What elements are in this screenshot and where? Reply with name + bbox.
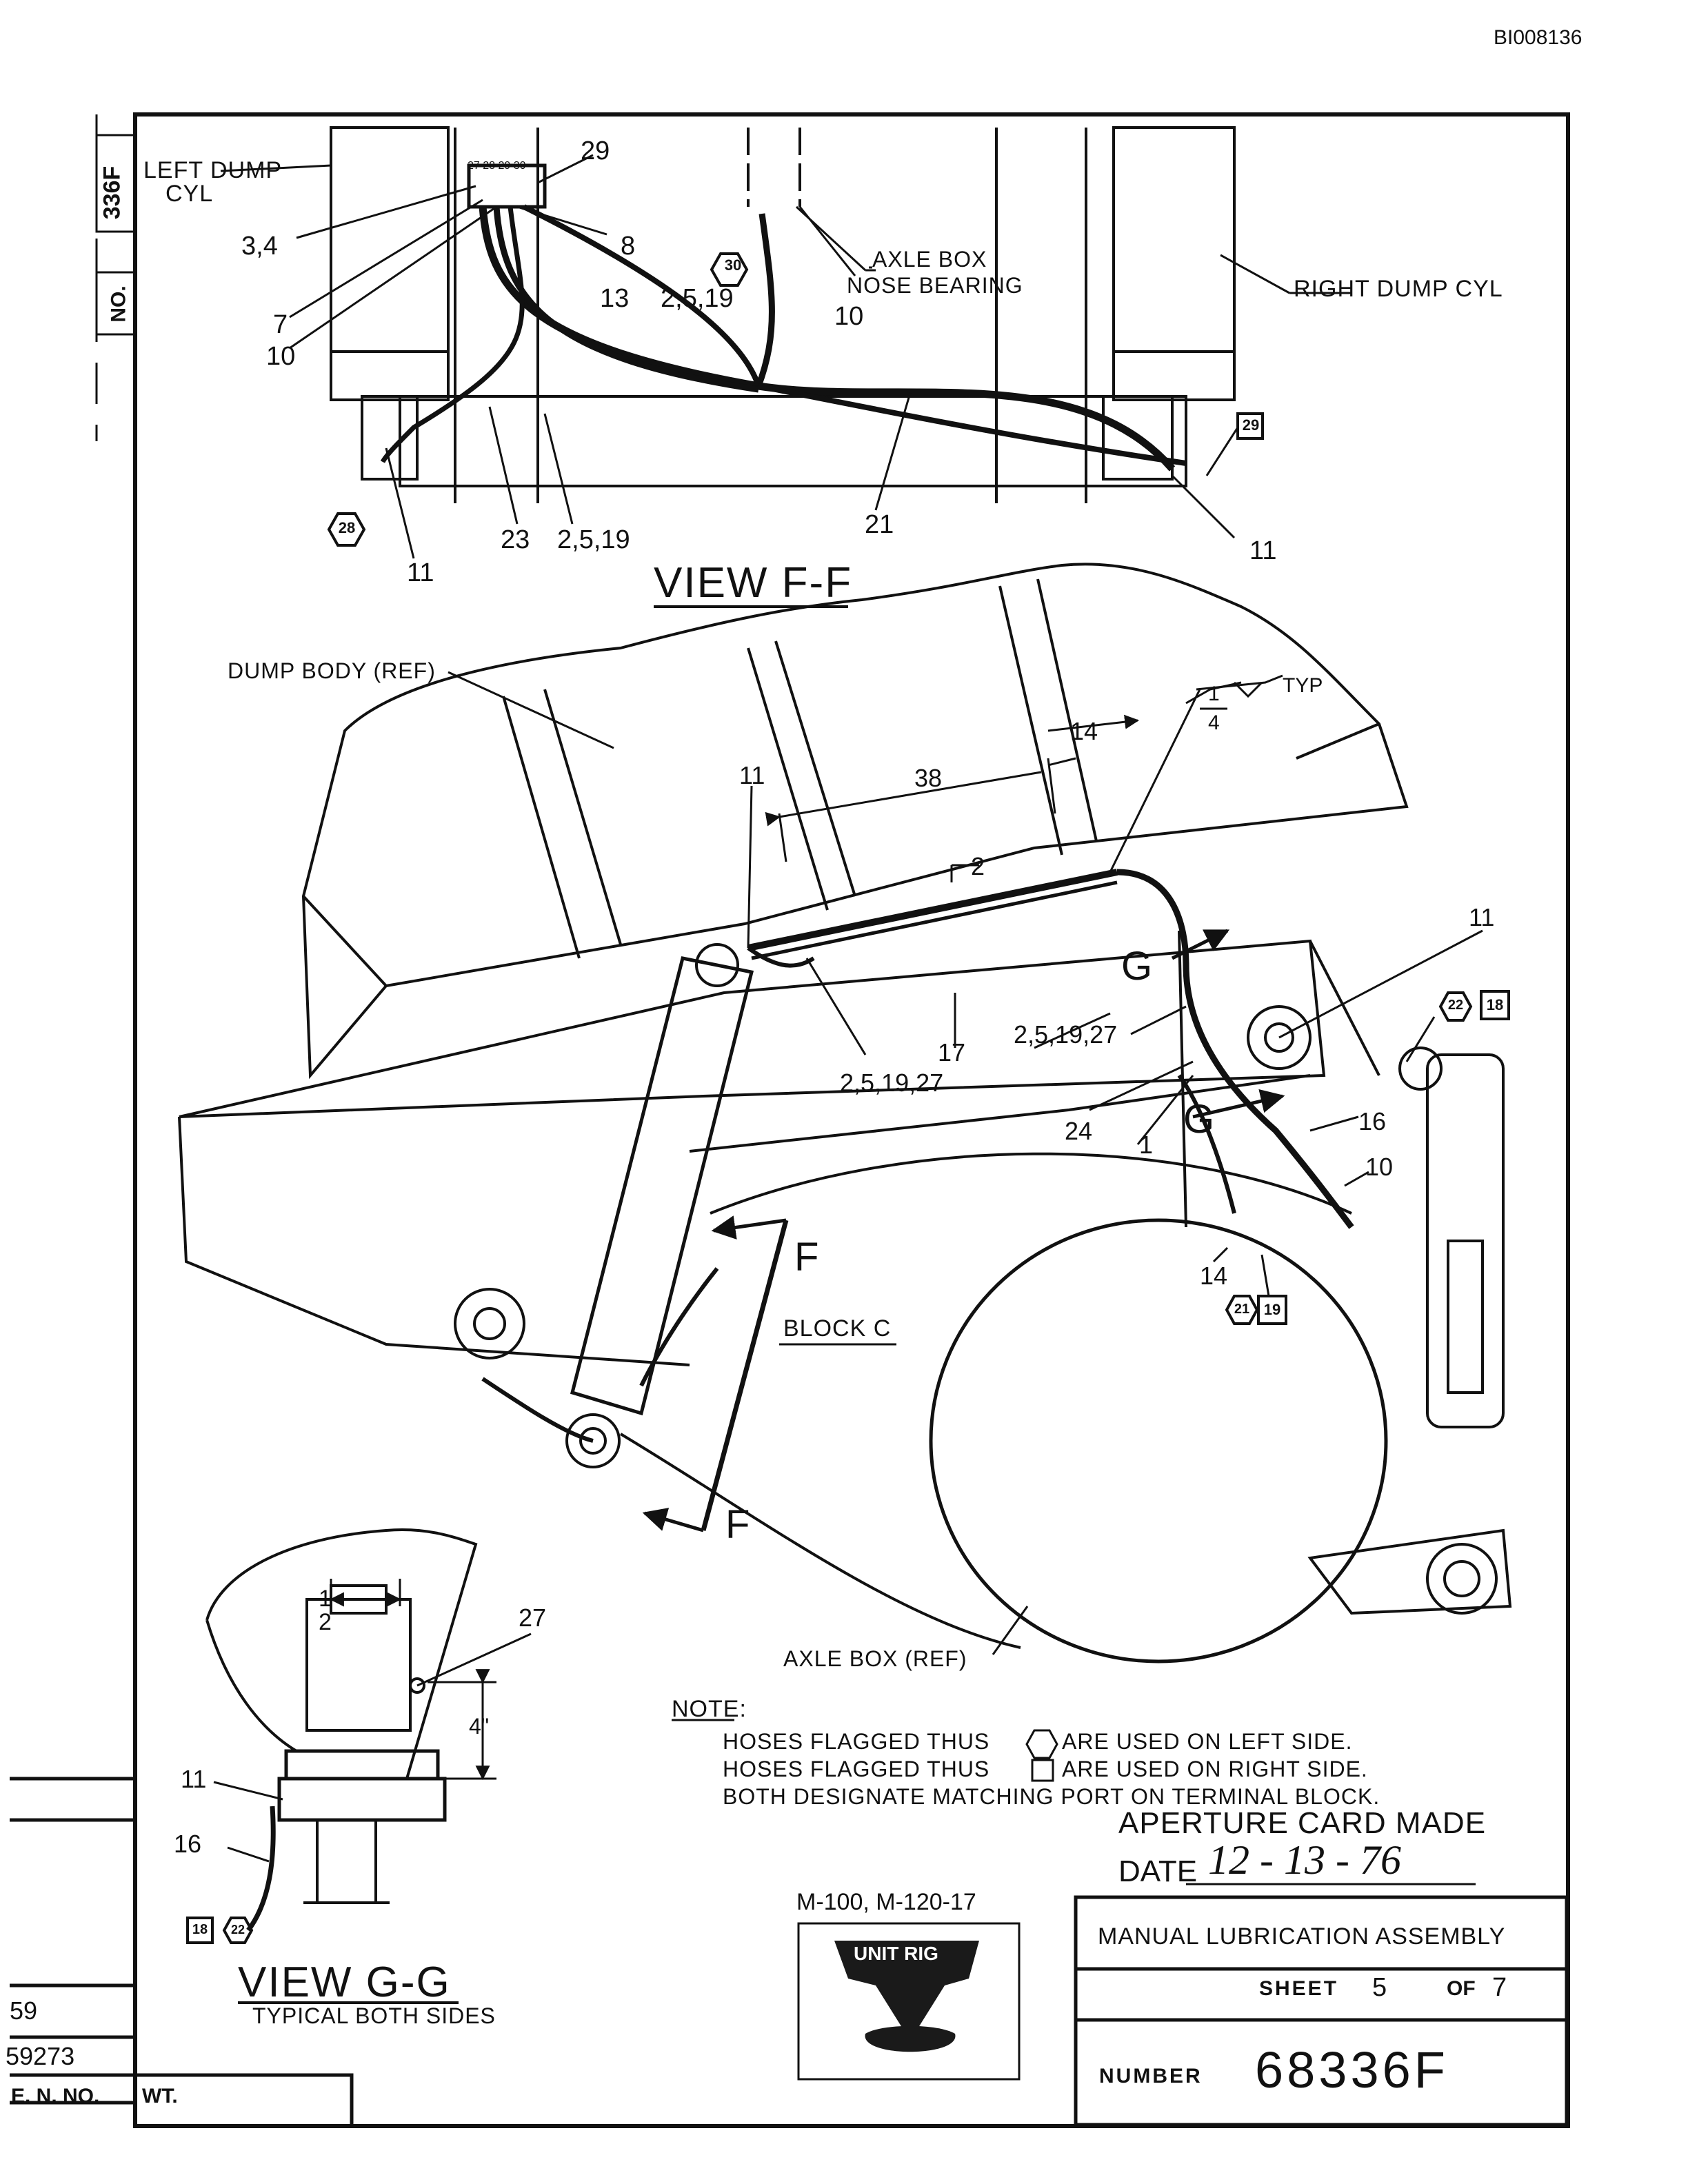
label-11-left: 11 [407, 558, 434, 587]
note-line2b: ARE USED ON RIGHT SIDE. [1062, 1757, 1368, 1781]
left-strip-lines [10, 1777, 354, 2128]
of-label: OF [1447, 1977, 1476, 2000]
label-11-top: 11 [739, 761, 765, 789]
label-16: 16 [1358, 1107, 1387, 1135]
note-line3: BOTH DESIGNATE MATCHING PORT ON TERMINAL… [723, 1784, 1380, 1809]
flag-sq-19: 19 [1263, 1301, 1281, 1318]
gg-flag-hex-22: 22 [230, 1923, 245, 1937]
label-typ: TYP [1283, 674, 1323, 697]
left-strip-59273: 59273 [6, 2042, 75, 2070]
view-gg-title: VIEW G-G [238, 1959, 451, 2006]
section-f-upper: F [794, 1235, 819, 1280]
gg-label-27: 27 [519, 1604, 547, 1632]
number-label: NUMBER [1099, 2065, 1203, 2087]
gg-flag-sq-18: 18 [192, 1922, 208, 1937]
drawing-number: 68336F [1255, 2041, 1449, 2099]
label-7: 7 [273, 310, 288, 339]
model-numbers: M-100, M-120-17 [796, 1889, 976, 1915]
label-left-dump-cyl-2: CYL [165, 181, 214, 207]
main-view-linework [178, 563, 1512, 1664]
label-14: 14 [1200, 1262, 1228, 1290]
dim-38: 38 [914, 764, 943, 792]
drawing-border [95, 112, 1570, 2128]
title-block-lines [797, 1895, 1569, 2127]
label-21: 21 [865, 510, 894, 539]
gg-label-16: 16 [174, 1830, 202, 1858]
note-symbols [672, 1719, 1058, 1782]
label-2-5-19-top: 2,5,19 [661, 284, 734, 313]
label-11-right-main: 11 [1469, 903, 1495, 931]
label-8: 8 [621, 232, 636, 261]
note-heading: NOTE: [672, 1696, 747, 1722]
dim-14: 14 [1070, 717, 1098, 745]
gg-dim-4in: 4" [469, 1714, 490, 1739]
note-line1a: HOSES FLAGGED THUS [723, 1729, 990, 1754]
gg-label-11: 11 [181, 1765, 207, 1793]
section-g-upper: G [1121, 944, 1153, 989]
note-line1b: ARE USED ON LEFT SIDE. [1062, 1729, 1353, 1754]
aperture-date-label: DATE [1118, 1854, 1198, 1888]
label-10-left: 10 [266, 342, 296, 371]
label-axle-box-ref: AXLE BOX (REF) [783, 1646, 967, 1671]
view-ff-linework [220, 126, 1352, 608]
label-nose-bearing: NOSE BEARING [847, 273, 1023, 298]
sheet-label: SHEET [1259, 1977, 1339, 2000]
label-3-4: 3,4 [241, 232, 278, 261]
label-10-mid: 10 [834, 302, 864, 331]
weld-fraction-1: 1 [1208, 682, 1220, 705]
label-13: 13 [600, 284, 630, 313]
document-id: BI008136 [1494, 26, 1582, 49]
label-2: 2 [971, 852, 985, 880]
flag-hex-30: 30 [724, 256, 742, 274]
sheet-number: 5 [1372, 1973, 1387, 2002]
label-2-5-19-bottom: 2,5,19 [557, 525, 630, 554]
view-gg-linework [186, 1528, 532, 2004]
label-axle-box: AXLE BOX [872, 247, 987, 272]
sheet-total: 7 [1492, 1973, 1507, 2002]
aperture-date-value: 12 - 13 - 76 [1208, 1837, 1401, 1883]
note-line2a: HOSES FLAGGED THUS [723, 1757, 990, 1781]
flag-sq-29: 29 [1242, 416, 1260, 434]
label-29-top: 29 [581, 136, 610, 165]
gg-dim-1: 1 [319, 1586, 332, 1612]
left-strip-en-no: E. N. NO. [11, 2085, 100, 2107]
label-11-right: 11 [1249, 536, 1277, 565]
terminal-port-numbers: 27 28 29 30 [468, 160, 526, 172]
label-23: 23 [501, 525, 530, 554]
label-2-5-19-27-b: 2,5,19,27 [840, 1069, 944, 1097]
section-f-lower: F [725, 1502, 750, 1547]
label-24: 24 [1065, 1117, 1093, 1145]
label-1: 1 [1139, 1131, 1154, 1159]
flag-hex-21: 21 [1234, 1302, 1250, 1317]
flag-hex-22: 22 [1447, 998, 1464, 1013]
label-10-main: 10 [1365, 1153, 1394, 1181]
left-strip-wt: WT. [142, 2085, 178, 2107]
label-17: 17 [938, 1038, 966, 1066]
logo-text: UNIT RIG [854, 1943, 938, 1964]
label-left-dump-cyl: LEFT DUMP [143, 157, 283, 183]
flag-sq-18: 18 [1486, 996, 1504, 1013]
flag-hex-28: 28 [338, 519, 356, 536]
section-g-lower: G [1183, 1097, 1215, 1142]
aperture-card-stamp: APERTURE CARD MADE [1118, 1806, 1487, 1840]
label-right-dump-cyl: RIGHT DUMP CYL [1294, 276, 1503, 302]
weld-fraction-4: 4 [1208, 711, 1220, 734]
view-gg-subtitle: TYPICAL BOTH SIDES [252, 2003, 496, 2028]
left-strip-59: 59 [10, 1996, 38, 2025]
frame-dwg-no: 336F [99, 165, 125, 220]
frame-no-label: NO. [107, 285, 130, 323]
label-block-c: BLOCK C [783, 1315, 892, 1342]
gg-dim-2: 2 [319, 1609, 332, 1635]
label-2-5-19-27-a: 2,5,19,27 [1014, 1020, 1118, 1049]
label-dump-body: DUMP BODY (REF) [228, 658, 436, 683]
view-ff-title: VIEW F-F [654, 559, 853, 607]
unit-rig-logo [834, 1941, 979, 2052]
drawing-title: MANUAL LUBRICATION ASSEMBLY [1098, 1923, 1506, 1950]
